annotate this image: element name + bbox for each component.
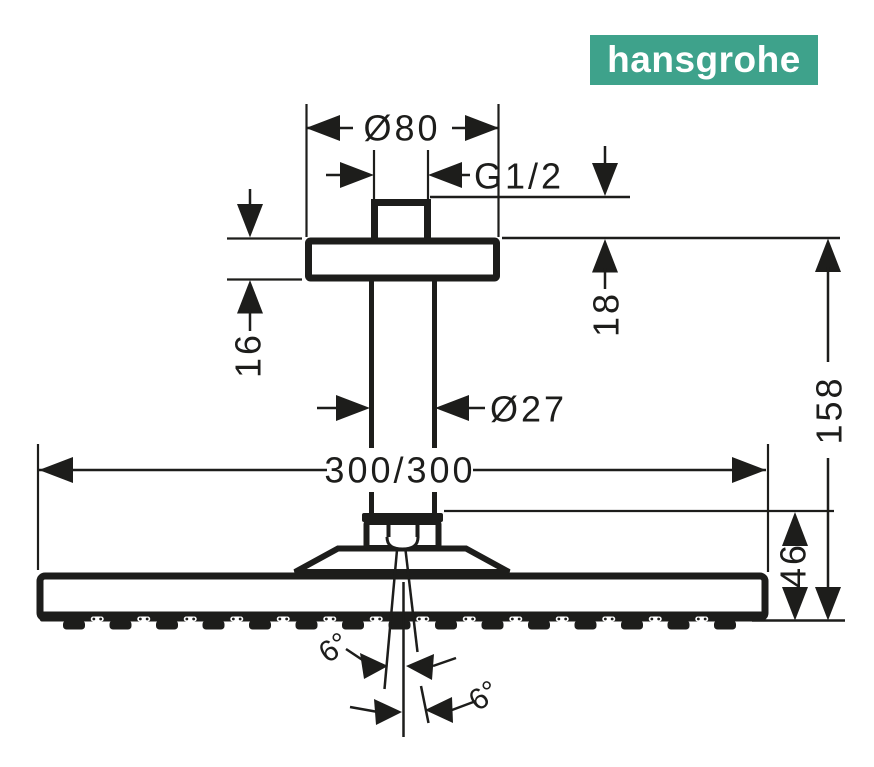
dim-label-thread: G1/2 (474, 156, 564, 197)
dim-label-158: 158 (809, 375, 850, 444)
nozzle-dot (231, 617, 235, 621)
arrow-tail (349, 705, 379, 714)
nozzle (714, 620, 736, 630)
dim-label-diameter-27: Ø27 (490, 389, 567, 430)
nozzle-dot (464, 617, 468, 621)
nozzle-dot (238, 617, 242, 621)
spray-right-line-upper (404, 549, 419, 653)
nozzle-dot (417, 617, 421, 621)
arrowhead-up-icon (782, 512, 808, 546)
dim-pipe-diameter-27: Ø27 (317, 389, 567, 430)
spray-right-line-lower (419, 685, 430, 724)
arrowhead-down-icon (237, 204, 263, 238)
spray-angle-lower-label: 6° (463, 674, 505, 717)
nozzle-dot (185, 617, 189, 621)
nozzle (667, 620, 690, 630)
nozzle (156, 620, 178, 630)
nozzle-dot (99, 617, 103, 621)
nozzle (63, 620, 85, 630)
nozzle-dot (324, 617, 328, 621)
dim-label-18: 18 (586, 291, 627, 337)
shower-product (36, 199, 769, 630)
arrowhead-right-icon (732, 457, 766, 483)
arrow-tail (432, 656, 457, 668)
nozzle-dot (138, 617, 142, 621)
arrowhead-right-icon (465, 115, 499, 141)
dim-ceiling-plate-diameter-80: Ø80 (305, 104, 500, 237)
nozzle (435, 620, 457, 630)
nozzle (574, 620, 597, 630)
dim-head-width-label: 300/300 (324, 448, 475, 492)
arrow-tail (451, 699, 477, 712)
nozzle-dot (557, 617, 561, 621)
dim-thread-projection-18: 18 (502, 236, 840, 337)
nozzle-dot (424, 617, 428, 621)
arrowhead-left-icon (425, 697, 453, 723)
dim-label-diameter-80: Ø80 (363, 108, 440, 149)
cone-transition (293, 545, 511, 575)
nozzle-dot (510, 617, 514, 621)
ceiling-plate (305, 237, 500, 282)
nozzle (481, 620, 504, 630)
arrowhead-right-icon (360, 653, 388, 679)
label-background (353, 106, 452, 149)
arrowhead-left-icon (306, 115, 340, 141)
nozzle-dot (650, 617, 654, 621)
arrowhead-left-icon (435, 395, 469, 421)
nozzle-dot (371, 617, 375, 621)
nozzle (295, 620, 318, 630)
brand-logo-text: hansgrohe (607, 39, 801, 80)
arrowhead-left-icon (39, 457, 73, 483)
nozzle-row (63, 616, 736, 630)
nozzle-dot (703, 617, 707, 621)
dim-plate-thickness-16: 16 (227, 189, 302, 378)
nozzle (528, 620, 550, 630)
arrowhead-right-icon (374, 699, 402, 725)
arrowhead-up-icon (237, 280, 263, 314)
brand-logo: hansgrohe (590, 35, 818, 85)
nozzle (109, 620, 132, 630)
dim-label-16: 16 (228, 332, 269, 378)
nozzle-dot (517, 617, 521, 621)
arrowhead-left-icon (406, 654, 434, 680)
nozzle-dot (92, 617, 96, 621)
nozzle (388, 620, 411, 630)
arrowhead-left-icon (428, 162, 462, 188)
nozzle-dot (696, 617, 700, 621)
nozzle (249, 620, 271, 630)
dim-thread-g12: G1/2 (326, 146, 630, 212)
nozzle-dot (145, 617, 149, 621)
nozzle-dot (278, 617, 282, 621)
nozzle-dot (192, 617, 196, 621)
arrowhead-up-icon (592, 239, 618, 273)
dim-label-46: 46 (773, 542, 814, 588)
arrowhead-right-icon (340, 162, 374, 188)
dim-label-300-300: 300/300 (324, 450, 475, 491)
arrowhead-down-icon (592, 163, 618, 196)
nozzle-dot (564, 617, 568, 621)
nozzle-dot (610, 617, 614, 621)
arrowhead-down-icon (815, 587, 841, 621)
arrowhead-right-icon (336, 395, 370, 421)
arrowhead-down-icon (782, 587, 808, 621)
label-background (327, 448, 473, 492)
nozzle-dot (331, 617, 335, 621)
spray-angle-upper-label: 6° (313, 626, 355, 669)
nozzle (342, 620, 364, 630)
arrowhead-up-icon (815, 238, 841, 272)
nozzle-dot (657, 617, 661, 621)
dim-overall-height-158: 158 (752, 238, 850, 622)
nozzle (621, 620, 643, 630)
nozzle-dot (378, 617, 382, 621)
nozzle-dot (471, 617, 475, 621)
dim-head-height-46: 46 (444, 509, 834, 621)
nozzle-dot (285, 617, 289, 621)
nozzle (202, 620, 225, 630)
thread-connector (371, 199, 431, 246)
nozzle-cup (385, 536, 420, 551)
nozzle-dot (603, 617, 607, 621)
